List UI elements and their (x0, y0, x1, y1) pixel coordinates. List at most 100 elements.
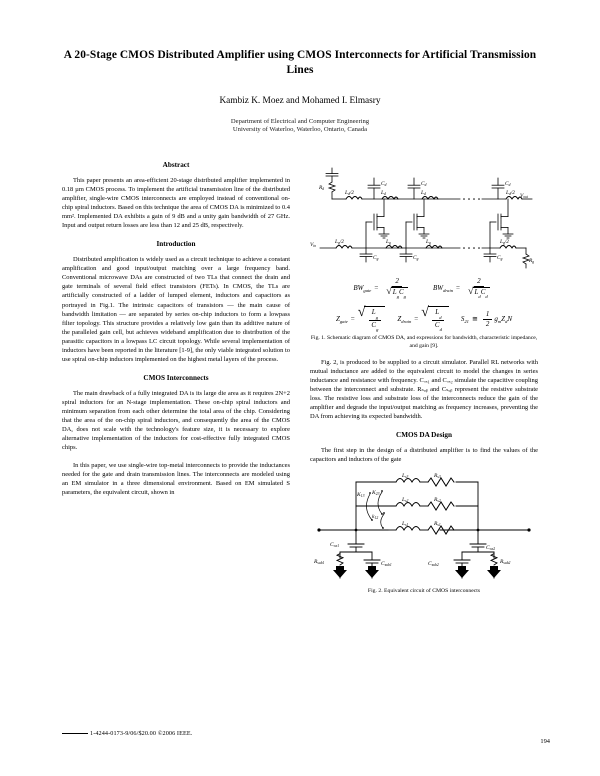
svg-text:k12: k12 (372, 514, 378, 520)
figure-1-ellipsis (463, 198, 480, 249)
figure-1-caption: Fig. 1. Schematic diagram of CMOS DA, an… (310, 335, 538, 349)
svg-text:Vin: Vin (310, 242, 316, 248)
z-drain-ld-sub: d (439, 314, 442, 320)
bw-gate-cg: C (399, 288, 404, 297)
bw-drain-sub: drain (443, 287, 454, 293)
bw-drain-ld: L (474, 288, 479, 297)
svg-text:Lg: Lg (425, 239, 431, 245)
svg-text:Rs3: Rs3 (433, 473, 441, 479)
cmos-interconnects-paragraph-2: In this paper, we use single-wire top-me… (62, 462, 290, 497)
introduction-paragraph-1: Distributed amplification is widely used… (62, 256, 290, 363)
bw-drain-cd-sub: d (485, 294, 488, 300)
z-drain-label: Z (397, 314, 402, 323)
right-paragraph-1: Fig. 2, is produced to be supplied to a … (310, 358, 538, 420)
s21-relation: ≅ (471, 314, 478, 323)
bw-gate-numerator: 2 (392, 277, 402, 288)
abstract-heading: Abstract (162, 161, 190, 169)
svg-text:Ld: Ld (380, 190, 386, 196)
svg-text:Rsub1: Rsub1 (313, 559, 325, 565)
svg-text:Ld/2: Ld/2 (344, 190, 354, 196)
figure-2-schematic: Ls3 Rs3 Ls2 Rs2 Ls1 Rs1 K13 K23 k12 Cox1… (310, 466, 538, 584)
s21-label: S (460, 314, 465, 323)
right-paragraph-2: The first step in the design of a distri… (310, 446, 538, 463)
s21-denominator: 2 (485, 319, 490, 328)
cmos-interconnects-heading: CMOS Interconnects (143, 373, 209, 382)
introduction-heading: Introduction (156, 240, 196, 249)
svg-text:Ld: Ld (420, 190, 426, 196)
svg-text:Cd: Cd (421, 181, 427, 187)
svg-text:Cox1: Cox1 (330, 542, 339, 548)
figure-2-caption: Fig. 2. Equivalent circuit of CMOS inter… (367, 587, 481, 594)
equals-sign-3: = (350, 314, 355, 323)
z-gate-sub: gate (339, 318, 348, 324)
svg-text:Cox2: Cox2 (486, 545, 495, 551)
equals-sign: = (374, 283, 379, 292)
svg-text:Ls1: Ls1 (401, 521, 409, 527)
bw-gate-label: BW (353, 283, 364, 292)
affiliation-university: University of Waterloo, Waterloo, Ontari… (232, 126, 368, 134)
z-drain-ld: L (435, 308, 440, 317)
bw-drain-cd: C (480, 288, 486, 297)
s21-numerator: 1 (482, 310, 493, 320)
author-list: Kambiz K. Moez and Mohamed I. Elmasry (219, 96, 381, 106)
s21-zd-sub: d (505, 318, 508, 324)
z-drain-cd-sub: d (439, 327, 442, 333)
figure-1-svg: Rd Ld/2 Ld Ld Ld/2 Cd Cd Cd Lg/2 Lg Lg L… (310, 167, 534, 269)
footer-rule (62, 733, 88, 734)
bw-drain-ld-sub: d (478, 294, 481, 300)
svg-text:Rd: Rd (318, 185, 324, 191)
abstract-text: This paper presents an area-efficient 20… (62, 177, 290, 230)
s21-sub: 21 (464, 318, 469, 324)
bw-gate-sub: gate (363, 287, 372, 293)
svg-text:K13: K13 (356, 492, 365, 498)
page-title: A 20-Stage CMOS Distributed Amplifier us… (63, 49, 537, 76)
svg-text:Cd: Cd (505, 181, 511, 187)
z-gate-label: Z (335, 314, 340, 323)
s21-zd: Z (501, 314, 506, 323)
z-gate-cg: C (371, 320, 377, 329)
bw-drain-numerator: 2 (474, 277, 484, 288)
svg-text:Csub1: Csub1 (381, 561, 392, 567)
right-column: Rd Ld/2 Ld Ld Ld/2 Cd Cd Cd Lg/2 Lg Lg L… (310, 160, 538, 603)
left-column: Abstract This paper presents an area-eff… (62, 160, 290, 497)
ground-arrows (333, 565, 501, 578)
svg-text:Rg: Rg (528, 258, 534, 264)
svg-text:Cg: Cg (497, 255, 503, 261)
svg-text:K23: K23 (371, 490, 380, 496)
z-gate-lg-sub: g (375, 314, 378, 320)
svg-text:Lg: Lg (385, 239, 391, 245)
cmos-interconnects-paragraph-1: The main drawback of a fully integrated … (62, 389, 290, 452)
svg-text:Ls2: Ls2 (401, 497, 409, 503)
figure-1-schematic: Rd Ld/2 Ld Ld Ld/2 Cd Cd Cd Lg/2 Lg Lg L… (310, 162, 538, 270)
svg-text:Ls3: Ls3 (401, 473, 409, 479)
equals-sign-4: = (414, 314, 419, 323)
svg-text:Lg/2: Lg/2 (499, 239, 509, 245)
figure-2-terminals (317, 490, 531, 532)
z-gate-cg-sub: g (376, 327, 379, 333)
svg-text:Cg: Cg (373, 255, 379, 261)
svg-text:Cg: Cg (413, 255, 419, 261)
figure-2-svg: Ls3 Rs3 Ls2 Rs2 Ls1 Rs1 K13 K23 k12 Cox1… (313, 473, 531, 579)
svg-text:Vout: Vout (520, 193, 529, 199)
svg-text:Ld/2: Ld/2 (505, 190, 515, 196)
affiliation-department: Department of Electrical and Computer En… (230, 118, 370, 125)
s21-n: N (507, 314, 513, 323)
svg-text:Rs1: Rs1 (433, 521, 441, 527)
z-drain-cd: C (434, 320, 440, 329)
page-number: 194 (540, 738, 550, 745)
svg-text:Cd: Cd (381, 181, 387, 187)
s21-gm: g (494, 314, 498, 323)
s21-gm-sub: m (497, 318, 502, 324)
svg-text:Rsub2: Rsub2 (499, 559, 511, 565)
z-gate-lg: L (371, 308, 376, 317)
affiliation: Department of Electrical and Computer En… (62, 118, 538, 135)
svg-text:Rs2: Rs2 (433, 497, 441, 503)
bw-gate-cg-sub: g (403, 294, 406, 300)
copyright-notice: 1-4244-0173-9/06/$20.00 ©2006 IEEE. (90, 730, 193, 737)
z-drain-sub: drain (401, 318, 412, 324)
